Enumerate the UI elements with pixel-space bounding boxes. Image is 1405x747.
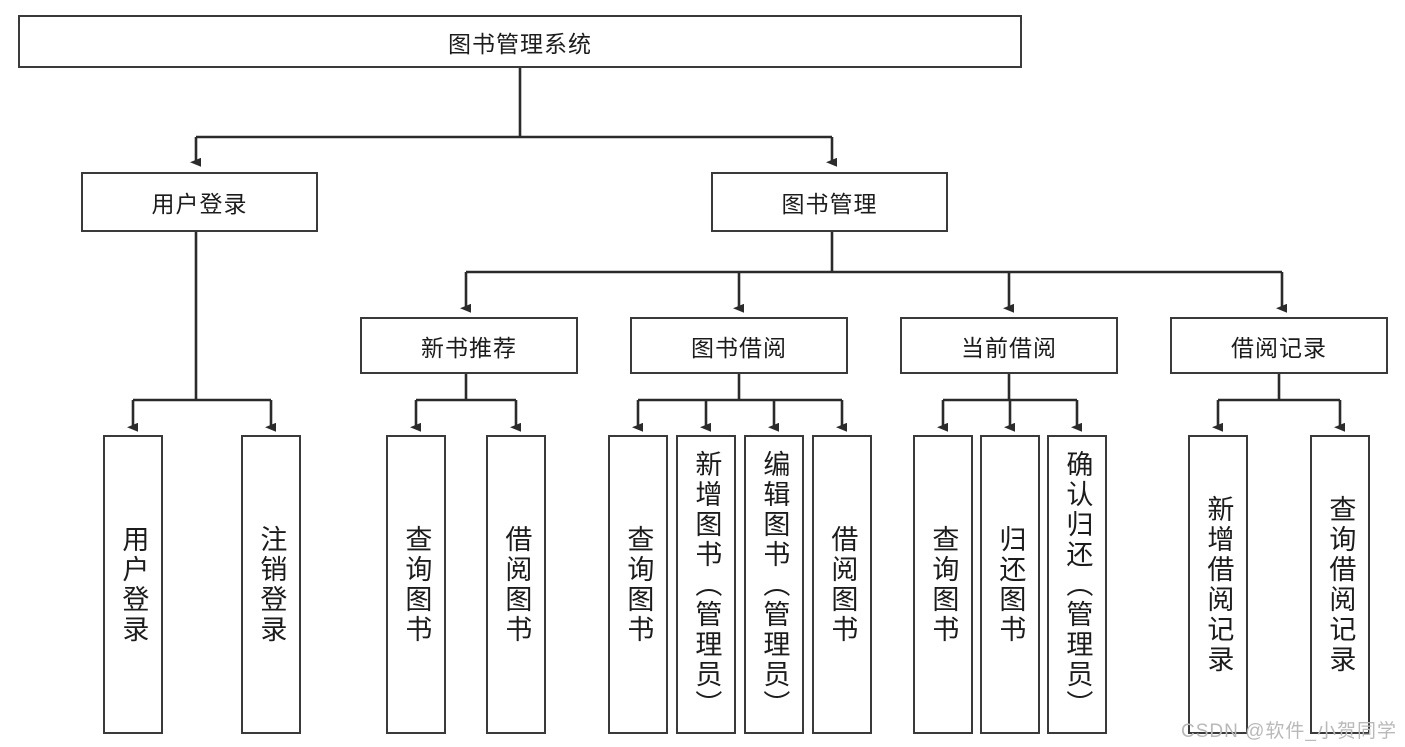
leaf-record-add-record[interactable]: 新增借阅记录: [1188, 435, 1248, 734]
node-label: 注销登录: [256, 524, 287, 645]
node-label: 借阅图书: [501, 524, 532, 645]
node-label: 新增借阅记录: [1203, 494, 1234, 675]
node-label: 图书管理系统: [448, 30, 592, 57]
leaf-borrow-borrow-book[interactable]: 借阅图书: [812, 435, 872, 734]
leaf-current-confirm-return-admin[interactable]: 确认归还（管理员）: [1047, 435, 1107, 734]
node-label: 用户登录: [151, 191, 248, 217]
node-label: 借阅记录: [1231, 334, 1327, 361]
leaf-user-login-signin[interactable]: 用户登录: [103, 435, 163, 734]
leaf-borrow-query-book[interactable]: 查询图书: [608, 435, 668, 734]
node-label: 用户登录: [118, 524, 149, 645]
leaf-current-query-book[interactable]: 查询图书: [913, 435, 973, 734]
node-label: 新增图书（管理员）: [691, 449, 722, 720]
node-book-borrow[interactable]: 图书借阅: [630, 317, 848, 374]
leaf-borrow-edit-book-admin[interactable]: 编辑图书（管理员）: [744, 435, 804, 734]
node-label: 图书管理: [781, 191, 878, 217]
node-new-book-recommend[interactable]: 新书推荐: [360, 317, 578, 374]
leaf-user-login-signout[interactable]: 注销登录: [241, 435, 301, 734]
node-label: 确认归还（管理员）: [1062, 449, 1093, 720]
leaf-new-book-query[interactable]: 查询图书: [386, 435, 446, 734]
node-label: 查询图书: [623, 524, 654, 645]
node-root-system[interactable]: 图书管理系统: [18, 15, 1022, 68]
node-label: 查询图书: [928, 524, 959, 645]
csdn-watermark: CSDN @软件_小贺同学: [1181, 721, 1397, 742]
node-label: 图书借阅: [691, 334, 787, 361]
node-current-borrow[interactable]: 当前借阅: [900, 317, 1118, 374]
node-label: 归还图书: [995, 524, 1026, 645]
node-label: 查询图书: [401, 524, 432, 645]
leaf-current-return-book[interactable]: 归还图书: [980, 435, 1040, 734]
node-label: 编辑图书（管理员）: [759, 449, 790, 720]
leaf-borrow-add-book-admin[interactable]: 新增图书（管理员）: [676, 435, 736, 734]
node-label: 借阅图书: [827, 524, 858, 645]
node-label: 新书推荐: [421, 334, 517, 361]
node-label: 查询借阅记录: [1325, 494, 1356, 675]
node-label: 当前借阅: [961, 334, 1057, 361]
leaf-record-query-record[interactable]: 查询借阅记录: [1310, 435, 1370, 734]
node-book-management[interactable]: 图书管理: [711, 172, 948, 232]
leaf-new-book-borrow[interactable]: 借阅图书: [486, 435, 546, 734]
node-borrow-record[interactable]: 借阅记录: [1170, 317, 1388, 374]
node-user-login[interactable]: 用户登录: [81, 172, 318, 232]
